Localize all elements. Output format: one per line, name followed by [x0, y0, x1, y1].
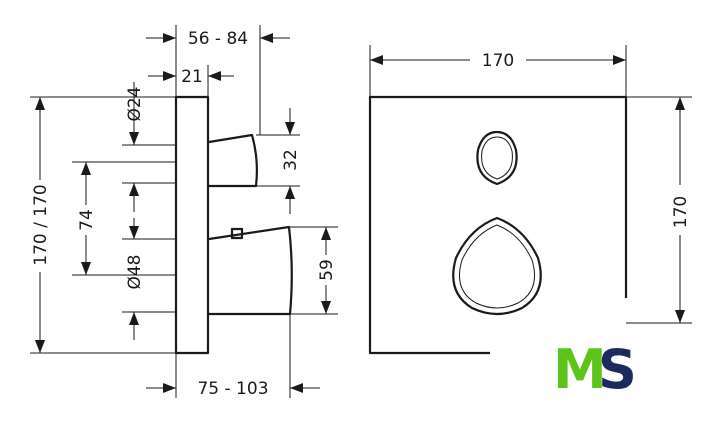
side-cover-plate — [174, 95, 210, 355]
dim-small-handle-diameter: Ø24 — [125, 82, 145, 212]
dim-top-depth-range: 56 - 84 — [146, 29, 290, 49]
dim-large-handle-diameter: Ø48 — [125, 218, 145, 340]
label-top-depth-range: 56 - 84 — [188, 29, 248, 49]
side-large-handle — [208, 225, 293, 316]
label-small-handle-diameter: Ø24 — [125, 86, 145, 121]
label-large-handle-diameter: Ø48 — [125, 254, 145, 289]
dim-plate-width: 170 — [370, 48, 626, 71]
front-extension-lines — [369, 45, 692, 324]
ms-logo: M S — [553, 338, 637, 401]
label-handle-spacing: 74 — [77, 209, 97, 231]
dim-large-handle-height: 59 — [316, 227, 338, 314]
dim-bottom-depth-range: 75 - 103 — [146, 379, 320, 399]
logo-letter-m: M — [553, 338, 607, 401]
label-plate-height: 170 — [671, 196, 691, 228]
label-total-height-left: 170 / 170 — [31, 184, 51, 265]
label-top-depth: 21 — [181, 67, 203, 87]
side-small-handle — [208, 133, 258, 188]
dim-plate-height: 170 — [670, 97, 692, 323]
dim-total-height-left: 170 / 170 — [30, 97, 52, 353]
front-large-handle-inner — [459, 224, 535, 309]
front-small-handle-inner — [481, 136, 513, 180]
dim-top-depth: 21 — [148, 67, 234, 87]
logo-letter-s: S — [598, 338, 637, 401]
label-large-handle-height: 59 — [317, 259, 337, 281]
front-small-handle — [476, 130, 518, 186]
side-pin — [230, 227, 244, 240]
front-large-handle — [452, 216, 542, 316]
front-view — [368, 95, 628, 355]
dim-small-handle-height: 32 — [281, 108, 301, 214]
label-plate-width: 170 — [482, 51, 514, 71]
extension-lines — [30, 25, 338, 398]
label-bottom-depth-range: 75 - 103 — [197, 379, 268, 399]
dim-handle-spacing: 74 — [76, 162, 98, 275]
label-small-handle-height: 32 — [281, 149, 301, 171]
